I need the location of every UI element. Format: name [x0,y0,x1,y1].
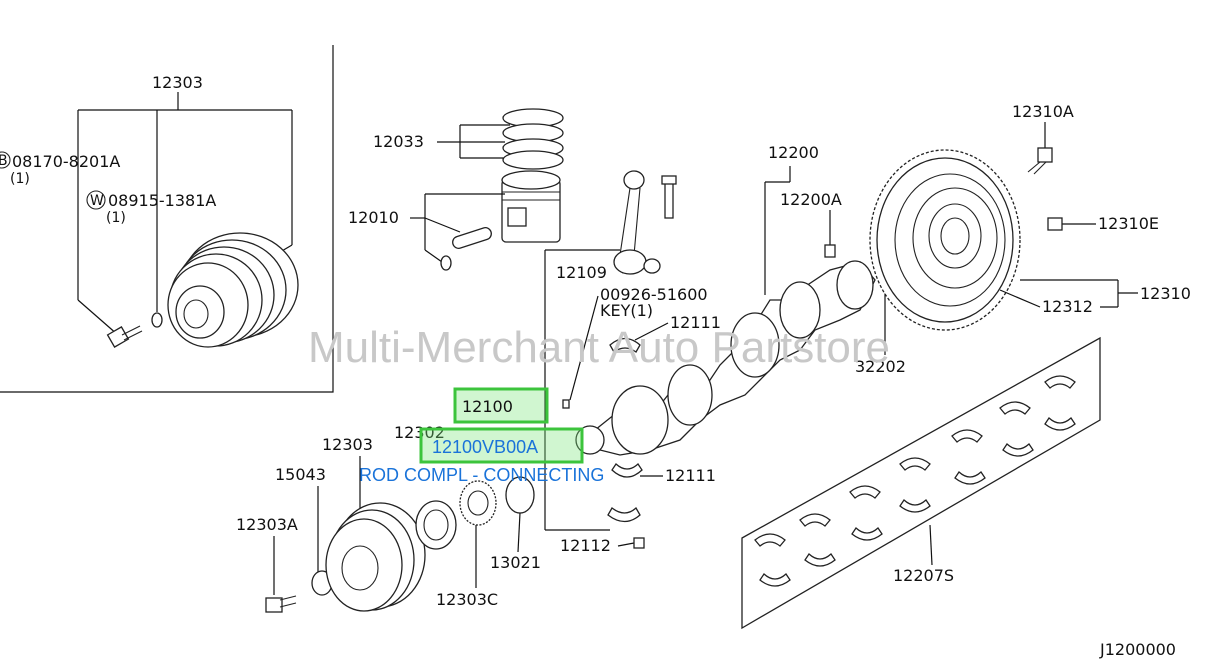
circle-b-letter: B [0,153,8,169]
label-08170-qty: (1) [10,171,30,187]
bearing-shell-top-icon [609,337,641,353]
label-00926-51600[interactable]: 00926-51600 [600,285,708,304]
link-rod-compl-connecting[interactable]: ROD COMPL - CONNECTING [359,465,604,485]
label-key-qty: KEY(1) [600,301,653,320]
flywheel-icon [869,149,1021,331]
main-bearings-panel: 12207S [741,336,1101,630]
piston-pin-icon [452,227,492,249]
watermark: Multi-Merchant Auto Partstore [308,323,890,372]
label-12112[interactable]: 12112 [560,536,611,555]
label-13021[interactable]: 13021 [490,553,541,572]
label-12310[interactable]: 12310 [1140,284,1191,303]
piston-rings-icon [502,108,564,170]
crankshaft-icon [575,260,876,456]
label-12100[interactable]: 12100 [462,397,513,416]
label-12033[interactable]: 12033 [373,132,424,151]
dowel-pin-icon [1047,217,1063,231]
front-pulley-group: 12303 12302 15043 12303A 13021 12303C [236,423,541,613]
connecting-rod-icon [613,170,677,275]
rod-cap-icon [607,506,641,523]
label-12303A[interactable]: 12303A [236,515,298,534]
label-08915-1381A[interactable]: 08915-1381A [108,191,216,210]
bolt-icon [106,325,143,348]
label-12109[interactable]: 12109 [556,263,607,282]
label-12111-bottom[interactable]: 12111 [665,466,716,485]
link-12100VB00A[interactable]: 12100VB00A [432,437,538,457]
circle-w-icon [86,190,106,210]
rod-nut-icon [633,537,645,549]
flywheel-group: 12310A 12310E 12312 12310 [869,102,1191,331]
diagram-code: J1200000 [1099,640,1176,659]
connecting-rod-group: 12109 00926-51600 KEY(1) 12111 12111 121… [544,170,721,555]
flywheel-bolt-icon [1027,147,1053,175]
label-08915-qty: (1) [106,210,126,226]
crank-pulley-icon [325,502,426,612]
sprocket-icon [459,480,497,526]
key-icon [562,399,570,409]
label-12303C[interactable]: 12303C [436,590,498,609]
label-12207S[interactable]: 12207S [893,566,954,585]
washer-icon [151,312,163,328]
label-08170-8201A[interactable]: 08170-8201A [12,152,120,171]
circle-b-icon [0,151,11,169]
label-12310A[interactable]: 12310A [1012,102,1074,121]
label-12111-top[interactable]: 12111 [670,313,721,332]
label-12200[interactable]: 12200 [768,143,819,162]
label-15043[interactable]: 15043 [275,465,326,484]
highlight-12100VB00A[interactable]: 12100VB00A [419,427,584,464]
label-12010[interactable]: 12010 [348,208,399,227]
label-12310E[interactable]: 12310E [1098,214,1159,233]
snap-ring-icon [440,255,452,271]
label-12303-mid[interactable]: 12303 [322,435,373,454]
label-32202[interactable]: 32202 [855,357,906,376]
label-12200A[interactable]: 12200A [780,190,842,209]
inset-panel: 12303 B 08170-8201A (1) W 08915-1381A (1… [0,45,334,393]
piston-icon [501,170,561,243]
pulley-inset-icon [167,232,299,348]
label-12303-top[interactable]: 12303 [152,73,203,92]
bearing-shell-bottom-icon [611,463,643,478]
highlight-12100[interactable]: 12100 [453,387,549,424]
oil-seal-icon [415,500,457,550]
label-12312[interactable]: 12312 [1042,297,1093,316]
pilot-bushing-icon [824,244,836,258]
circle-w-letter: W [90,193,104,209]
piston-group: 12033 12010 [348,108,564,271]
crank-bolt-icon [265,595,297,613]
main-bearing-shells-icon [754,375,1076,587]
